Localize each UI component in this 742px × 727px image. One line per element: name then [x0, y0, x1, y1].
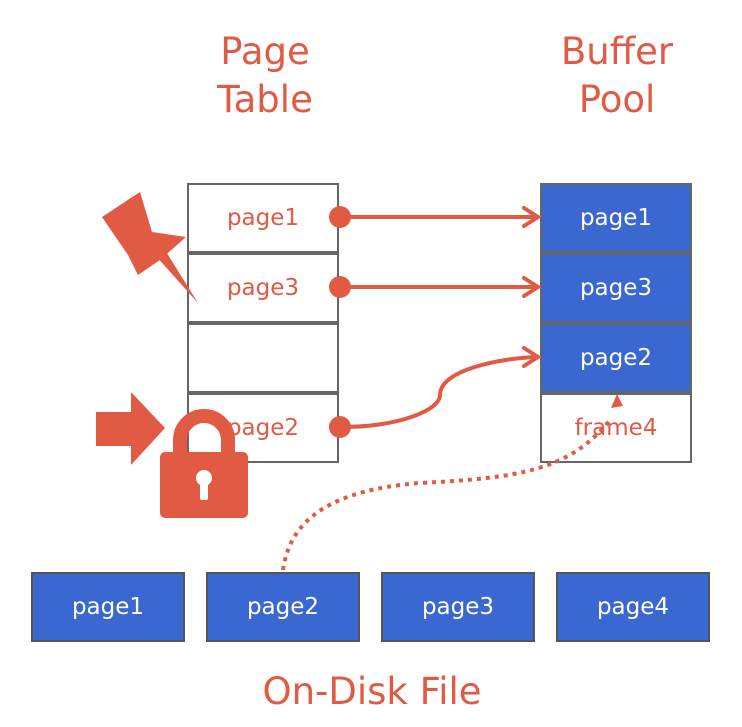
- lock-icon: [160, 409, 248, 518]
- pointer-dot: [329, 276, 351, 298]
- disk-page: page4: [556, 572, 710, 642]
- arrow-right-icon: [96, 392, 165, 465]
- page-table-title: Page Table: [217, 30, 313, 121]
- pointer-arrow: [338, 206, 542, 228]
- disk-page: page2: [206, 572, 360, 642]
- load-path-dotted: [281, 418, 612, 571]
- pushpin-icon: [102, 192, 198, 303]
- pointer-arrow: [338, 346, 542, 429]
- pointer-dot: [329, 416, 351, 438]
- load-arrowhead: [611, 394, 623, 408]
- buffer-frame: page1: [540, 183, 692, 253]
- pointer-dot: [329, 206, 351, 228]
- pointer-arrow: [338, 276, 542, 298]
- page-table-entry: [187, 323, 339, 393]
- disk-title: On-Disk File: [262, 670, 482, 713]
- buffer-pool-title: Buffer Pool: [560, 30, 674, 121]
- disk-page: page3: [381, 572, 535, 642]
- buffer-frame: page3: [540, 253, 692, 323]
- page-table-entry: page3: [187, 253, 339, 323]
- page-table-entry: page1: [187, 183, 339, 253]
- buffer-frame: page2: [540, 323, 692, 393]
- disk-page: page1: [31, 572, 185, 642]
- page-table-entry: page2: [187, 393, 339, 463]
